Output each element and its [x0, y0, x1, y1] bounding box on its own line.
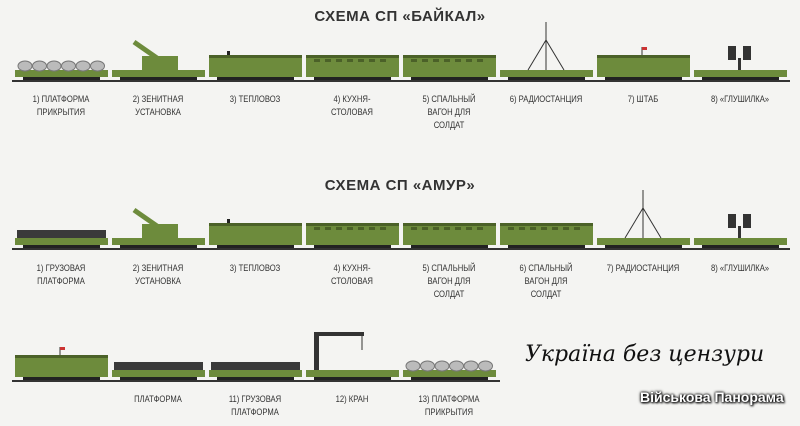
car-label-line: 7) Радиостанция — [606, 263, 680, 273]
car-label-line: солдат — [530, 289, 562, 299]
car-cargo — [112, 362, 205, 380]
car-label: 2) Зенитная установка — [117, 93, 199, 119]
car-cover — [15, 60, 108, 80]
title-amur: СХЕМА СП «АМУР» — [324, 177, 476, 194]
car-jammer — [694, 46, 787, 80]
car-label-line: установка — [135, 276, 181, 286]
car-label-line: 6) Радиостанция — [509, 94, 583, 104]
car-label-line: солдат — [433, 120, 465, 130]
car-label-line: 1) Платформа — [32, 94, 90, 104]
title-baikal: СХЕМА СП «БАЙКАЛ» — [314, 8, 486, 25]
car-label-line: прикрытия — [36, 107, 86, 117]
car-wagon — [306, 55, 399, 80]
car-label: 5) Спальный вагон для солдат — [408, 93, 490, 132]
car-label-line: солдат — [433, 289, 465, 299]
car-label-line: прикрытия — [424, 407, 474, 417]
car-wagon — [403, 55, 496, 80]
car-label: 4) Кухня-столовая — [311, 93, 393, 119]
car-label-line: 2) Зенитная — [132, 94, 184, 104]
car-label-line: 1) Грузовая — [36, 263, 86, 273]
car-label: 2) Зенитная установка — [117, 262, 199, 288]
car-label-line: 3) Тепловоз — [229, 263, 281, 273]
car-label: 5) Спальный вагон для солдат — [408, 262, 490, 301]
car-radio — [500, 22, 593, 80]
car-label-line: вагон для — [427, 107, 471, 117]
car-label-line: вагон для — [524, 276, 568, 286]
car-label-line: 2) Зенитная — [132, 263, 184, 273]
car-label-line: платформа — [231, 407, 279, 417]
car-crane — [306, 332, 399, 380]
car-label-line: платформа — [134, 394, 182, 404]
car-cargo — [15, 230, 108, 248]
car-label-line: 4) Кухня- — [333, 263, 371, 273]
car-aa — [112, 207, 205, 248]
car-label: 4) Кухня-столовая — [311, 262, 393, 288]
car-label-line: 8) «Глушилка» — [710, 263, 770, 273]
car-label: 8) «Глушилка» — [699, 262, 781, 275]
car-loco — [209, 219, 302, 248]
car-label-line: 13) Платформа — [418, 394, 480, 404]
car-label: 6) Радиостанция — [505, 93, 587, 106]
watermark-right: Військова Панорама — [640, 389, 784, 405]
car-cover — [403, 360, 496, 380]
car-label-line: 5) Спальный — [422, 263, 476, 273]
car-label: 1) Платформа прикрытия — [20, 93, 102, 119]
car-label-line: 7) Штаб — [627, 94, 659, 104]
car-label-line: платформа — [37, 276, 85, 286]
car-label: 7) Радиостанция — [602, 262, 684, 275]
car-label: платформа — [117, 393, 199, 406]
car-label: 13) Платформа прикрытия — [408, 393, 490, 419]
car-label-line: 12) Кран — [335, 394, 369, 404]
car-wagon — [500, 223, 593, 248]
watermark-left: Україна без цензури — [525, 342, 765, 367]
car-loco — [209, 51, 302, 80]
car-label-line: 8) «Глушилка» — [710, 94, 770, 104]
car-label: 3) Тепловоз — [214, 93, 296, 106]
car-label-line: вагон для — [427, 276, 471, 286]
car-aa — [112, 39, 205, 80]
car-wagon — [403, 223, 496, 248]
car-label-line: 6) Спальный — [519, 263, 573, 273]
car-radio — [597, 190, 690, 248]
car-label-line: установка — [135, 107, 181, 117]
car-label: 3) Тепловоз — [214, 262, 296, 275]
car-label: 11) Грузовая платформа — [214, 393, 296, 419]
car-hq — [15, 347, 108, 380]
car-label: 12) Кран — [311, 393, 393, 406]
car-label-line: 3) Тепловоз — [229, 94, 281, 104]
car-label: 8) «Глушилка» — [699, 93, 781, 106]
car-label: 6) Спальный вагон для солдат — [505, 262, 587, 301]
car-label-line: 11) Грузовая — [228, 394, 282, 404]
car-label: 7) Штаб — [602, 93, 684, 106]
car-label: 1) Грузовая платформа — [20, 262, 102, 288]
car-jammer — [694, 214, 787, 248]
car-label-line: 5) Спальный — [422, 94, 476, 104]
car-hq — [597, 47, 690, 80]
car-cargo — [209, 362, 302, 380]
car-label-line: 4) Кухня- — [333, 94, 371, 104]
car-label-line: столовая — [331, 276, 373, 286]
car-wagon — [306, 223, 399, 248]
car-label-line: столовая — [331, 107, 373, 117]
